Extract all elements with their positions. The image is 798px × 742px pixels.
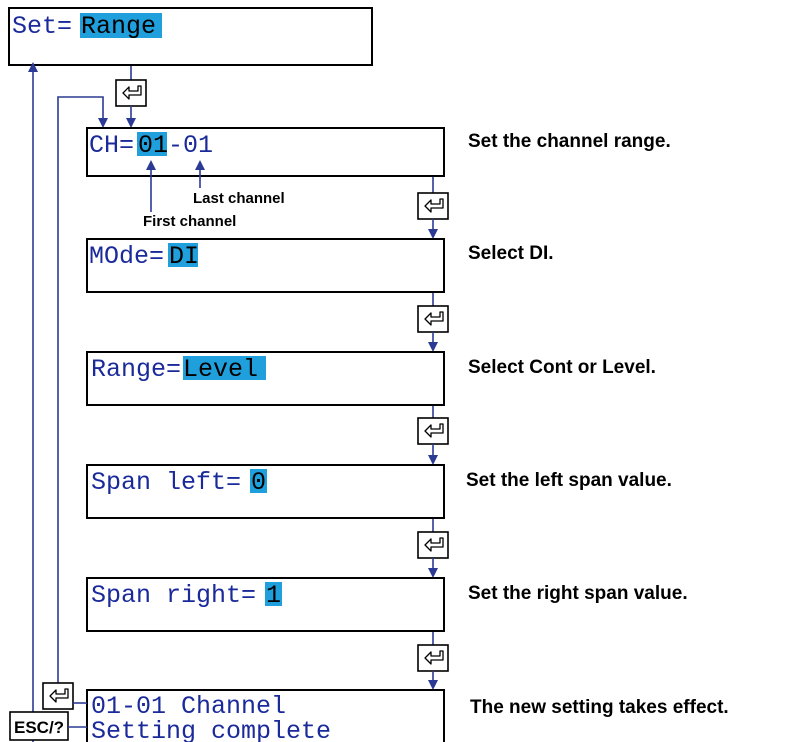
step-description-span-left: Set the left span value. bbox=[466, 470, 672, 491]
enter-key-icon bbox=[42, 682, 74, 710]
step-description-channel: Set the channel range. bbox=[468, 131, 671, 152]
span-right-prefix: Span right= bbox=[91, 581, 256, 610]
step-description-range: Select Cont or Level. bbox=[468, 357, 656, 378]
range-value: Level bbox=[183, 355, 258, 384]
final-screen-line2: Setting complete bbox=[91, 717, 331, 742]
esc-key-label: ESC/? bbox=[14, 718, 64, 737]
mode-prefix: MOde= bbox=[89, 242, 164, 271]
enter-key-icon bbox=[417, 531, 449, 559]
mode-value: DI bbox=[169, 242, 199, 271]
span-left-prefix: Span left= bbox=[91, 468, 241, 497]
top-screen-highlight bbox=[80, 13, 162, 38]
enter-key-icon bbox=[417, 305, 449, 333]
range-highlight bbox=[183, 356, 266, 380]
channel-first-highlight bbox=[137, 132, 167, 156]
top-screen-prefix: Set= bbox=[12, 12, 72, 41]
step-description-span-right: Set the right span value. bbox=[468, 583, 688, 604]
step-description-mode: Select DI. bbox=[468, 243, 554, 264]
channel-first-value: 01 bbox=[138, 131, 168, 160]
final-screen-box bbox=[86, 689, 445, 742]
span-left-highlight bbox=[250, 469, 267, 493]
enter-key-icon bbox=[417, 192, 449, 220]
esc-key-box bbox=[9, 711, 69, 741]
last-channel-label: Last channel bbox=[193, 190, 285, 207]
top-screen-value: Range bbox=[81, 12, 156, 41]
channel-last-value: -01 bbox=[168, 131, 213, 160]
final-screen-line1: 01-01 Channel bbox=[91, 692, 286, 721]
enter-key-icon bbox=[417, 644, 449, 672]
span-left-value: 0 bbox=[251, 468, 266, 497]
first-channel-label: First channel bbox=[143, 213, 236, 230]
step-description-final: The new setting takes effect. bbox=[470, 697, 729, 718]
mode-screen-box bbox=[86, 238, 445, 293]
enter-key-icon bbox=[115, 79, 147, 107]
span-right-highlight bbox=[265, 582, 282, 606]
mode-highlight bbox=[168, 243, 198, 267]
span-right-value: 1 bbox=[266, 581, 281, 610]
channel-prefix: CH= bbox=[89, 131, 134, 160]
top-screen-box bbox=[8, 7, 373, 66]
enter-key-icon bbox=[417, 417, 449, 445]
range-prefix: Range= bbox=[91, 355, 181, 384]
